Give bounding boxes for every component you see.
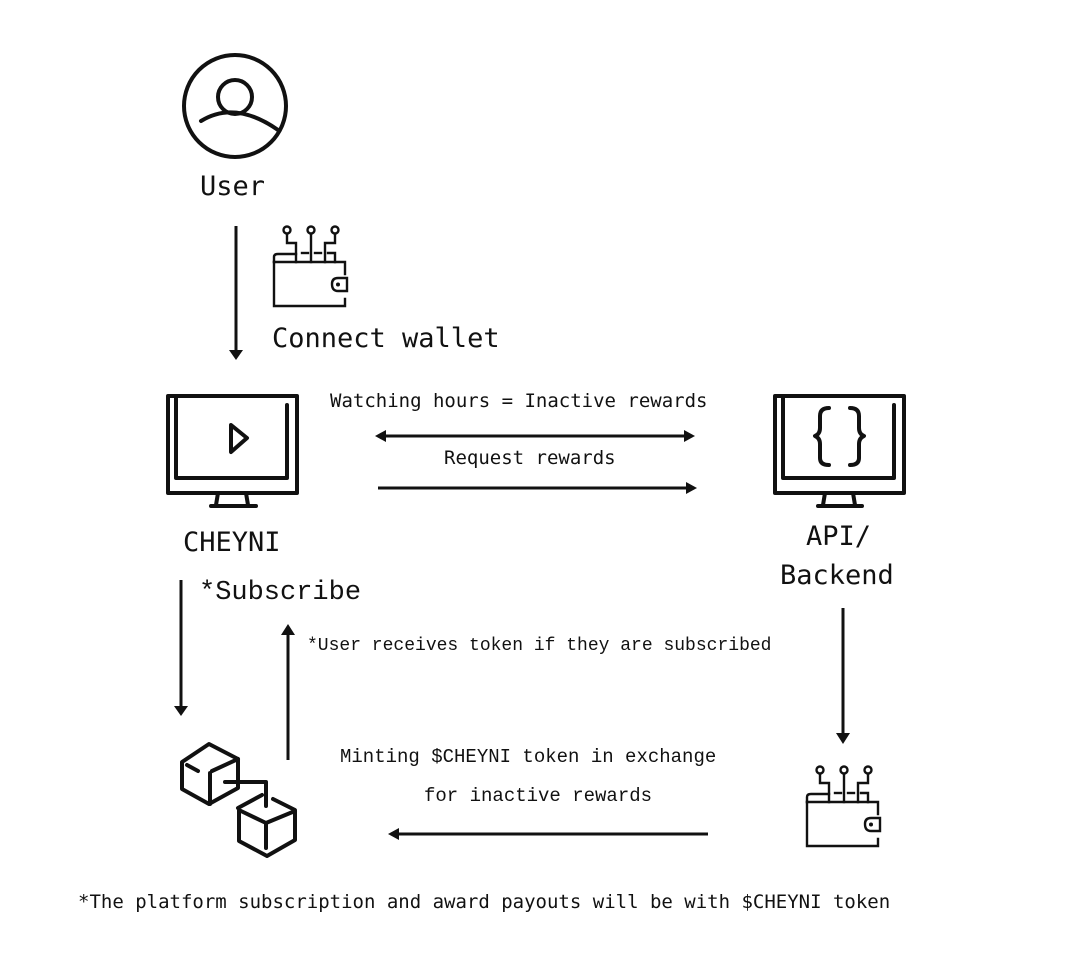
crypto-wallet-icon [272, 225, 349, 308]
subscribe-label: *Subscribe [199, 578, 362, 608]
arrow-user-to-cheyni [229, 226, 243, 360]
arrow-blockchain-to-subscribe [281, 624, 295, 760]
cheyni-label: CHEYNI [183, 527, 281, 558]
watching-hours-label: Watching hours = Inactive rewards [330, 390, 708, 412]
monitor-code-icon [773, 394, 906, 508]
crypto-wallet-icon [805, 765, 882, 848]
api-label-line2: Backend [780, 560, 894, 591]
user-label: User [200, 171, 266, 202]
user-avatar-icon [182, 53, 288, 159]
monitor-play-icon [166, 394, 299, 508]
api-label-line1: API/ [806, 521, 872, 552]
minting-label-line2: for inactive rewards [424, 785, 653, 807]
arrow-request-rewards [378, 482, 697, 494]
arrow-watching-bidirectional [375, 430, 695, 442]
arrow-minting [388, 828, 708, 840]
user-receives-label: *User receives token if they are subscri… [307, 636, 772, 656]
arrow-cheyni-to-blockchain [174, 580, 188, 716]
blockchain-cubes-icon [180, 742, 297, 858]
request-rewards-label: Request rewards [444, 447, 616, 469]
arrow-api-to-wallet [836, 608, 850, 744]
footnote: *The platform subscription and award pay… [78, 891, 891, 913]
minting-label-line1: Minting $CHEYNI token in exchange [340, 746, 717, 768]
connect-wallet-label: Connect wallet [272, 323, 500, 354]
